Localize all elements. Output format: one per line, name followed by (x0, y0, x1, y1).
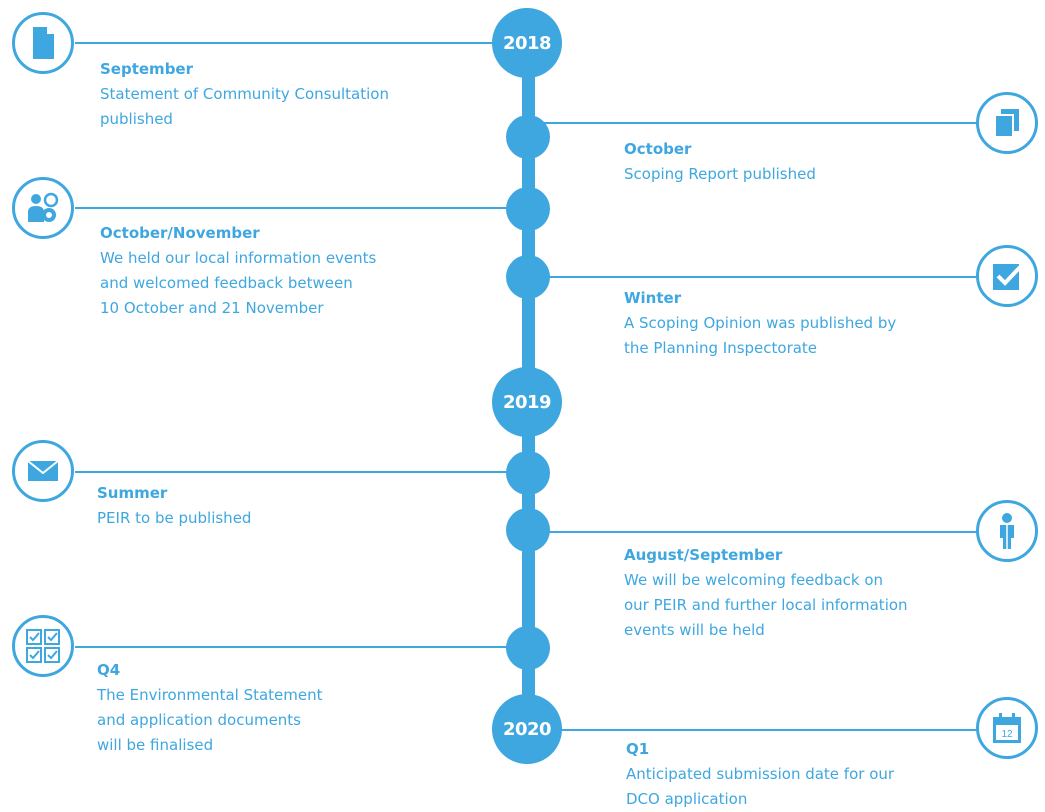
checkbox-icon (976, 245, 1038, 307)
calendar-day: 12 (1001, 729, 1013, 740)
event-october-november: October/November We held our local infor… (100, 221, 500, 321)
timeline-node (506, 187, 550, 231)
event-text: Statement of Community Consultation publ… (100, 85, 389, 128)
event-label: October/November (100, 224, 260, 242)
event-august-september: August/September We will be welcoming fe… (624, 543, 1034, 643)
event-text: Scoping Report published (624, 165, 816, 183)
event-q4: Q4 The Environmental Statement and appli… (97, 658, 497, 758)
timeline-node (506, 508, 550, 552)
checklist-icon (12, 615, 74, 677)
year-node-2018: 2018 (492, 8, 562, 78)
timeline-node (506, 626, 550, 670)
connector-line (75, 471, 525, 473)
event-text: We held our local information events and… (100, 249, 377, 317)
timeline-node (506, 115, 550, 159)
event-text: PEIR to be published (97, 509, 252, 527)
year-node-2020: 2020 (492, 694, 562, 764)
timeline-node (506, 255, 550, 299)
document-icon (12, 12, 74, 74)
connector-line (530, 122, 980, 124)
documents-stack-icon (976, 92, 1038, 154)
event-label: September (100, 60, 193, 78)
event-summer: Summer PEIR to be published (97, 481, 497, 531)
connector-line (75, 42, 525, 44)
event-october: October Scoping Report published (624, 137, 1024, 187)
event-winter: Winter A Scoping Opinion was published b… (624, 286, 1024, 361)
event-label: Q1 (626, 740, 650, 758)
event-label: October (624, 140, 692, 158)
event-label: August/September (624, 546, 783, 564)
timeline-node (506, 451, 550, 495)
event-text: The Environmental Statement and applicat… (97, 686, 323, 754)
connector-line (75, 207, 525, 209)
connector-line (75, 646, 525, 648)
event-label: Q4 (97, 661, 121, 679)
envelope-icon (12, 440, 74, 502)
calendar-icon: 12 (976, 697, 1038, 759)
event-text: Anticipated submission date for our DCO … (626, 765, 895, 808)
event-label: Summer (97, 484, 168, 502)
connector-line (530, 276, 980, 278)
person-icon (976, 500, 1038, 562)
event-september: September Statement of Community Consult… (100, 57, 500, 132)
people-feedback-icon (12, 177, 74, 239)
event-q1: Q1 Anticipated submission date for our D… (626, 737, 1036, 812)
event-label: Winter (624, 289, 682, 307)
event-text: We will be welcoming feedback on our PEI… (624, 571, 908, 639)
connector-line (530, 729, 980, 731)
year-node-2019: 2019 (492, 367, 562, 437)
event-text: A Scoping Opinion was published by the P… (624, 314, 897, 357)
connector-line (530, 531, 980, 533)
